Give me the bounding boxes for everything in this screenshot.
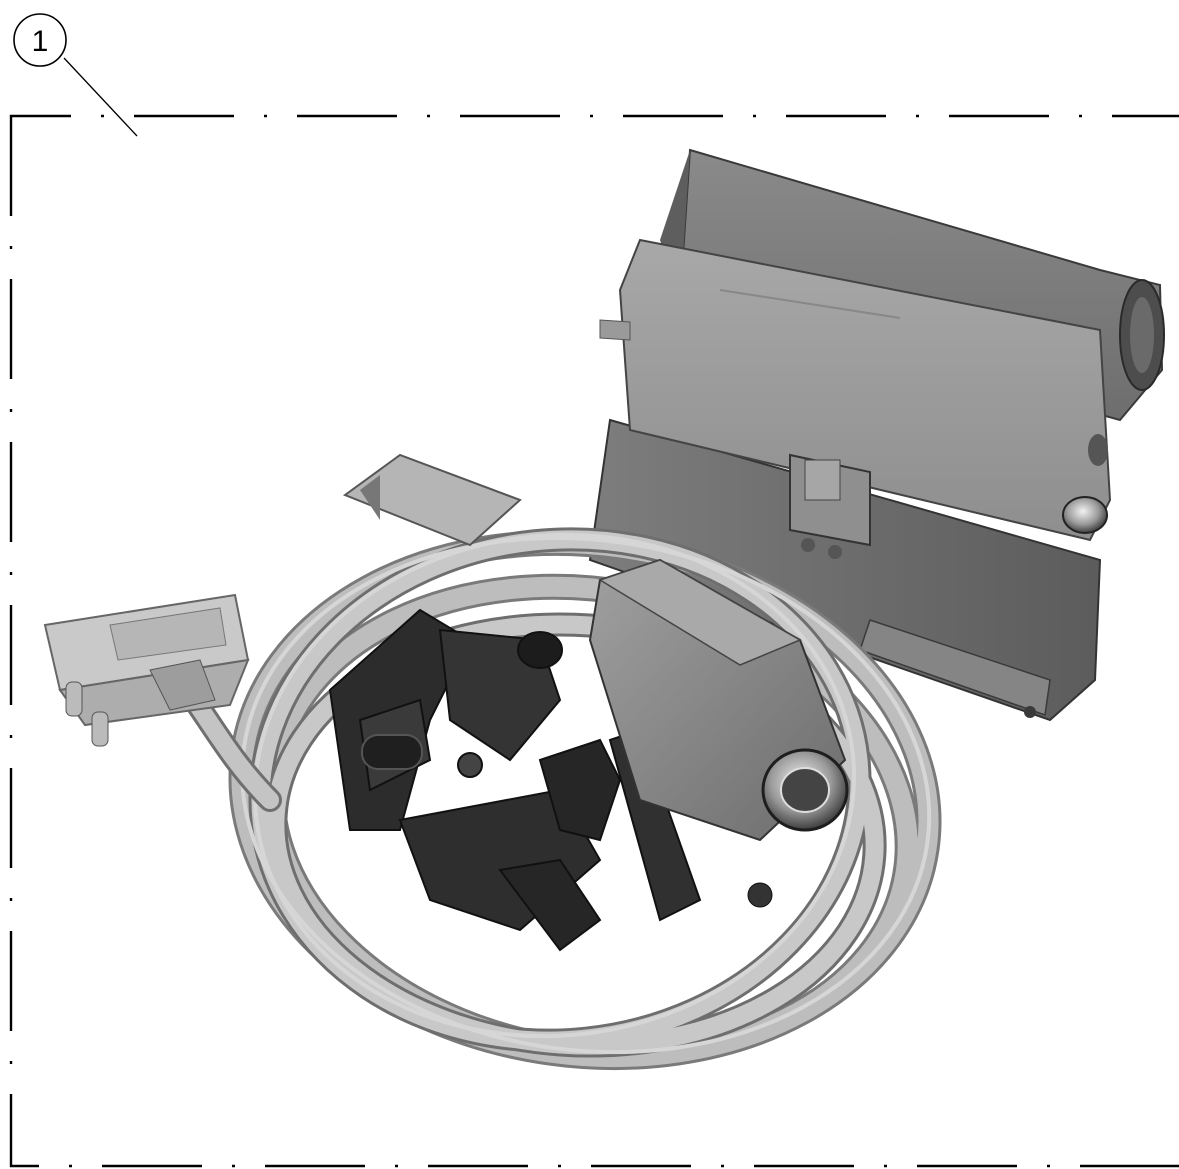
housing-small <box>588 558 849 908</box>
cable-coil <box>168 527 942 1071</box>
boundary-frame <box>9 114 1179 1168</box>
callout-1-leader <box>63 57 138 137</box>
callout-1-circle <box>13 13 67 67</box>
callout-1-number: 1 <box>32 25 49 58</box>
cable-kit-photo <box>43 148 1165 1071</box>
dsub-connector <box>43 593 250 747</box>
dsub-connector-rear <box>342 453 522 547</box>
callout-1: 1 <box>13 13 138 137</box>
housing-large <box>588 148 1165 722</box>
rubber-inserts <box>328 608 702 952</box>
